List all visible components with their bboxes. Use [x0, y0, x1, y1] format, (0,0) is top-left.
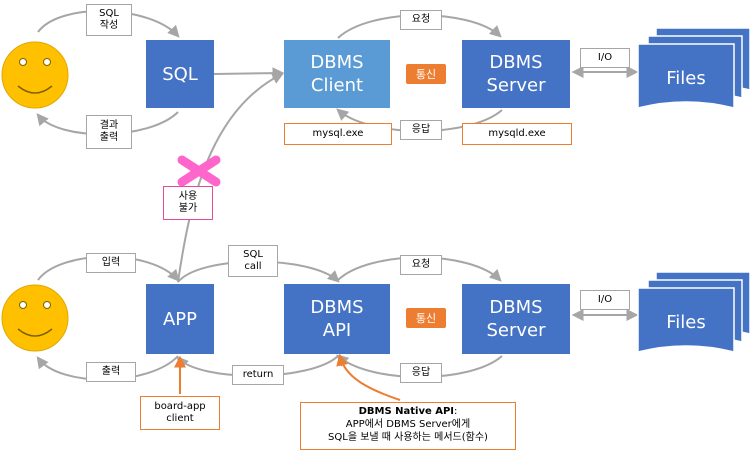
request-label-top: 요청 — [400, 10, 442, 30]
io-label-bottom: I/O — [580, 290, 630, 310]
client-exe-label: mysql.exe — [284, 123, 392, 145]
smiley-top-icon — [1, 41, 69, 109]
response-label-bottom: 응답 — [400, 363, 442, 383]
comm-tag-bottom: 통신 — [406, 308, 446, 328]
dbms-server-box-bottom: DBMS Server — [462, 284, 570, 354]
server-exe-label: mysqld.exe — [462, 123, 572, 145]
board-app-client-label: board-app client — [140, 396, 220, 430]
request-label-bottom: 요청 — [400, 255, 442, 275]
sql-write-label: SQL 작성 — [86, 4, 132, 36]
output-label: 출력 — [86, 362, 136, 382]
arrow-sql-to-client — [213, 67, 285, 80]
return-label: return — [232, 365, 284, 385]
unusable-label: 사용 불가 — [163, 186, 213, 220]
native-api-note-line1: APP에서 DBMS Server에게 — [345, 419, 471, 430]
dbms-server-box-top: DBMS Server — [462, 40, 570, 108]
app-box: APP — [146, 284, 214, 354]
sql-call-label: SQL call — [228, 245, 278, 277]
native-api-note-title-line: DBMS Native API: — [358, 406, 458, 417]
files-stack-top-icon — [637, 27, 751, 109]
arrow-native-api — [336, 353, 401, 401]
result-output-label: 결과 출력 — [86, 115, 132, 149]
response-label-top: 응답 — [400, 120, 442, 140]
blocked-cross-icon — [177, 155, 221, 187]
native-api-note: DBMS Native API: APP에서 DBMS Server에게 SQL… — [300, 402, 516, 450]
dbms-client-box: DBMS Client — [284, 40, 390, 108]
comm-tag-top: 통신 — [406, 64, 446, 84]
io-label-top: I/O — [580, 48, 630, 68]
sql-box: SQL — [146, 40, 214, 108]
smiley-bottom-icon — [1, 284, 69, 352]
files-label-bottom: Files — [666, 311, 706, 333]
input-label: 입력 — [86, 253, 136, 273]
native-api-note-line2: SQL을 보낼 때 사용하는 메서드(함수) — [328, 432, 488, 443]
files-stack-bottom-icon — [637, 271, 751, 353]
native-api-note-title: DBMS Native API — [358, 406, 455, 417]
files-label-top: Files — [666, 67, 706, 89]
dbms-api-box: DBMS API — [284, 284, 390, 354]
